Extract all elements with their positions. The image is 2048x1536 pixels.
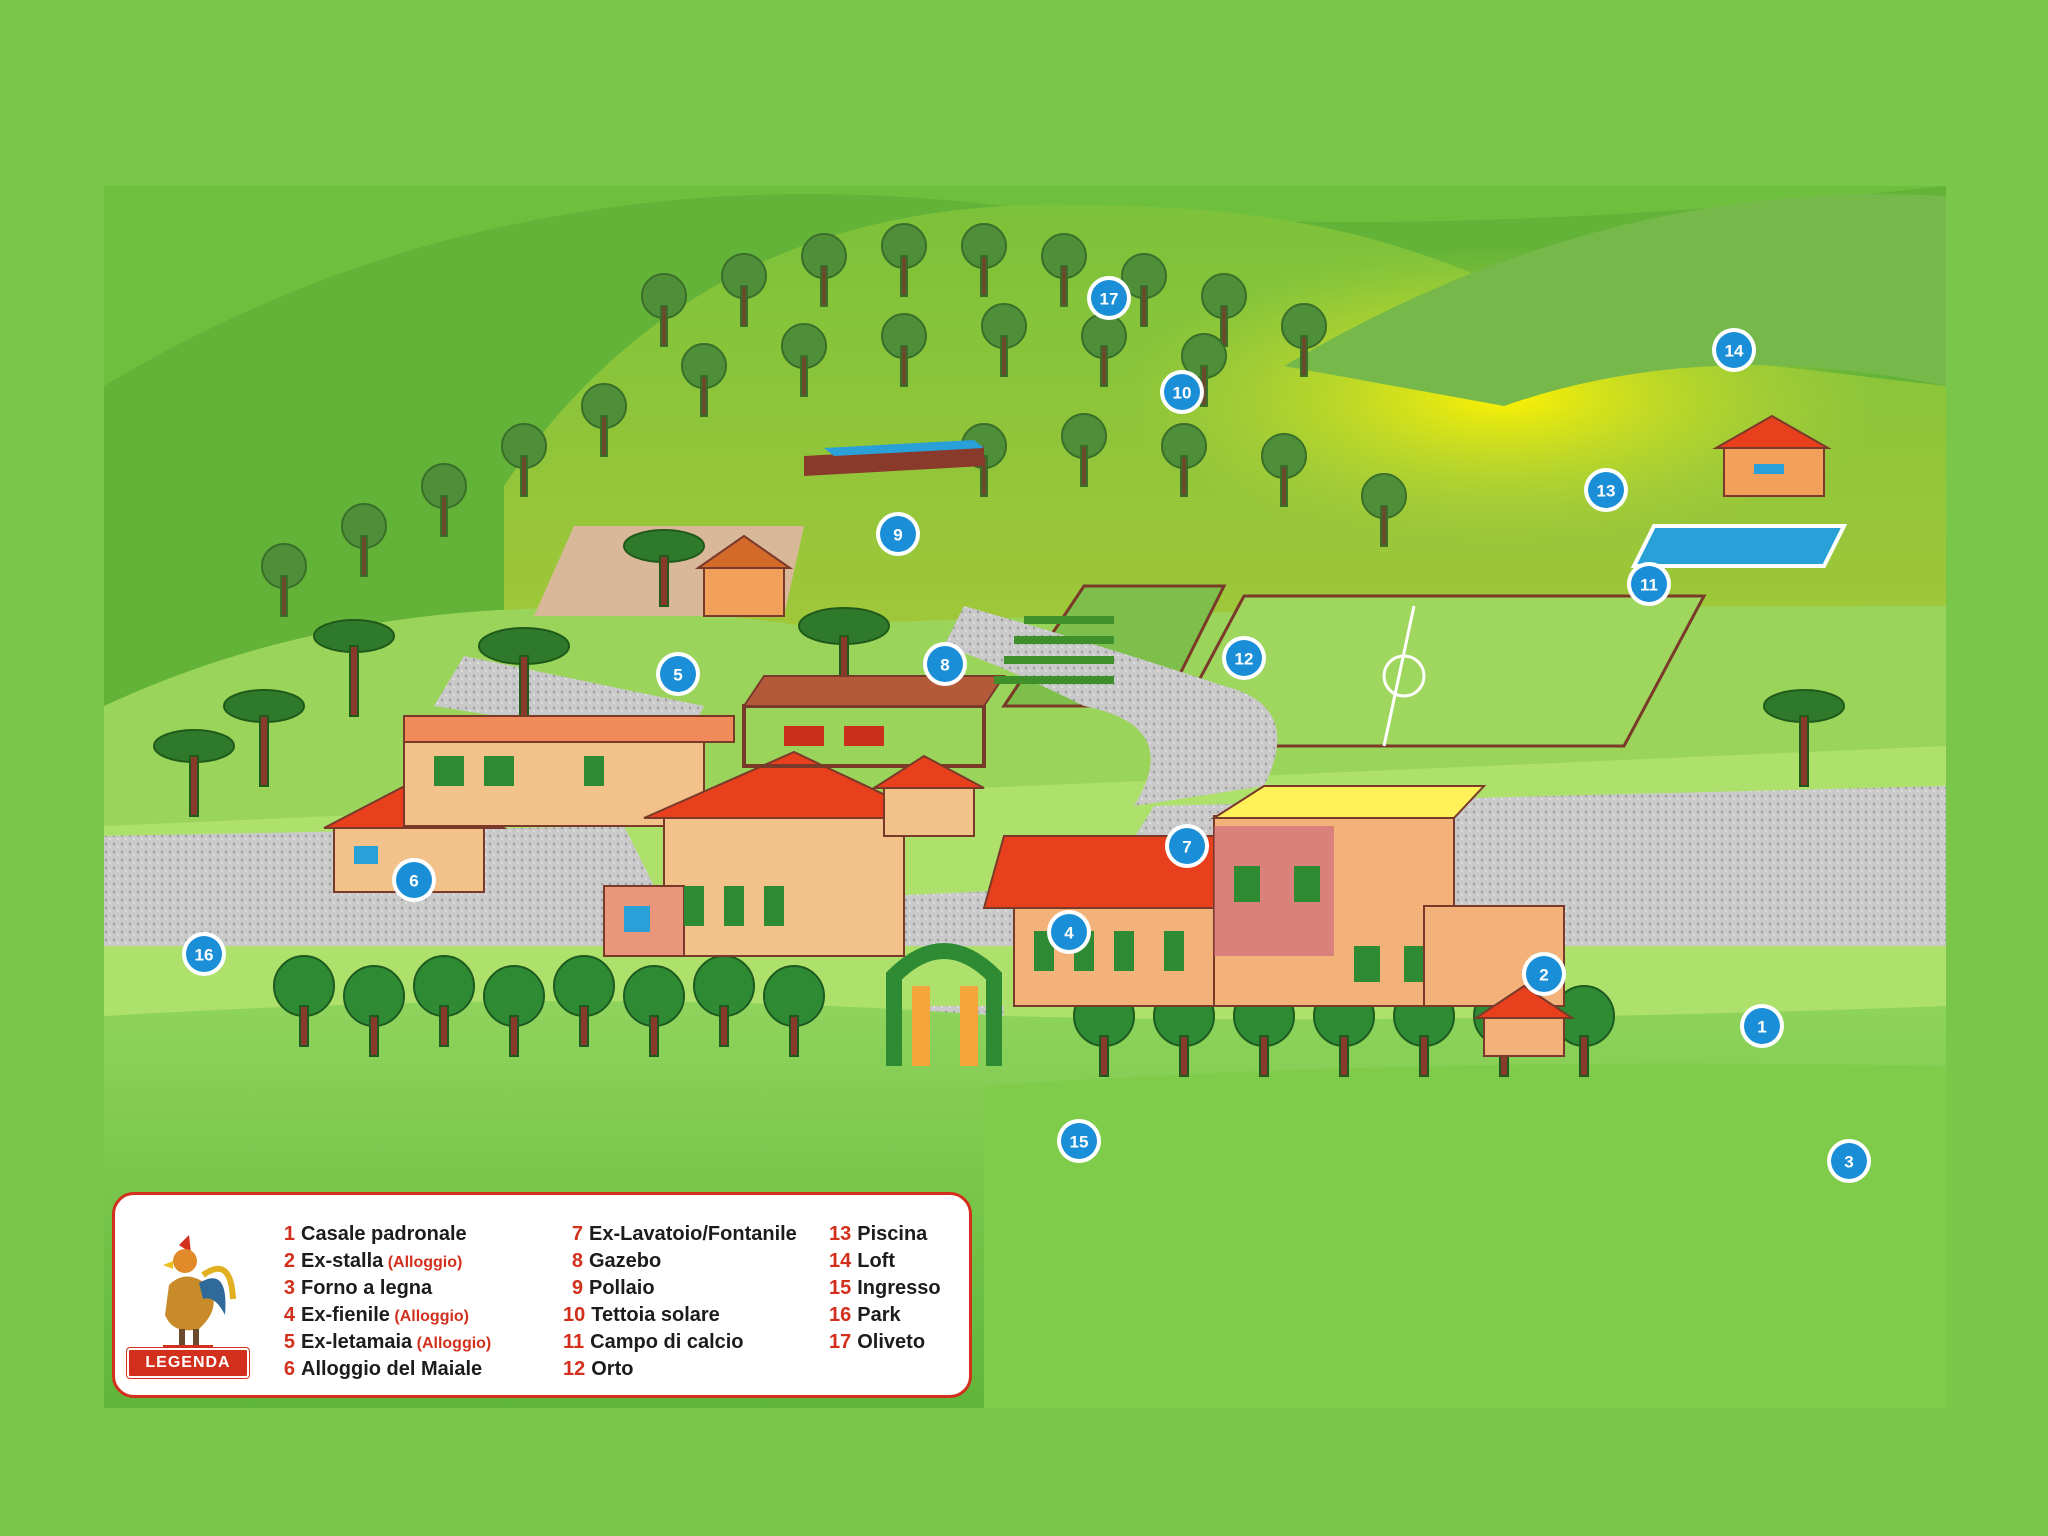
legend-item-label: Tettoia solare (591, 1304, 720, 1326)
map-marker-label: 17 (1100, 290, 1119, 309)
map-marker-6[interactable]: 6 (392, 858, 436, 902)
legend-item-number: 16 (829, 1304, 852, 1326)
legend-item-label: Piscina (857, 1223, 928, 1245)
map-marker-7[interactable]: 7 (1165, 824, 1209, 868)
map-marker-label: 14 (1725, 342, 1744, 361)
legend-item-label: Ex-letamaia (301, 1331, 413, 1353)
legend-item: 5 Ex-letamaia (Alloggio) (275, 1329, 491, 1356)
map-marker-12[interactable]: 12 (1222, 636, 1266, 680)
map-marker-label: 15 (1070, 1133, 1089, 1152)
legend-title: LEGENDA (127, 1348, 249, 1378)
legend-panel: LEGENDA 1 Casale padronale 2 Ex-stalla (All… (112, 1192, 972, 1398)
map-marker-4[interactable]: 4 (1047, 910, 1091, 954)
legend-item-label: Oliveto (857, 1331, 926, 1353)
legend-item-label: Ingresso (857, 1277, 941, 1299)
map-marker-label: 16 (195, 946, 214, 965)
legend-item-number: 8 (571, 1250, 583, 1272)
legend-item: 4 Ex-fienile (Alloggio) (275, 1302, 491, 1329)
map-marker-17[interactable]: 17 (1087, 276, 1131, 320)
legend-item-number: 17 (829, 1331, 852, 1353)
legend-item-label: Ex-stalla (301, 1250, 384, 1272)
legend-item-label: Pollaio (589, 1277, 655, 1299)
map-marker-14[interactable]: 14 (1712, 328, 1756, 372)
legend-item-number: 1 (283, 1223, 295, 1245)
map-marker-16[interactable]: 16 (182, 932, 226, 976)
map-marker-label: 2 (1539, 966, 1548, 985)
legend-item-number: 14 (829, 1250, 852, 1272)
map-marker-1[interactable]: 1 (1740, 1004, 1784, 1048)
legend-item: 3 Forno a legna (275, 1275, 491, 1302)
map-marker-11[interactable]: 11 (1627, 562, 1671, 606)
legend-item-note: (Alloggio) (412, 1335, 492, 1352)
legend-item-number: 3 (283, 1277, 295, 1299)
legend-item: 6 Alloggio del Maiale (275, 1356, 491, 1383)
map-marker-3[interactable]: 3 (1827, 1139, 1871, 1183)
legend-item: 2 Ex-stalla (Alloggio) (275, 1248, 491, 1275)
legend-item-number: 11 (563, 1331, 585, 1353)
legend-item-number: 4 (283, 1304, 295, 1326)
map-marker-13[interactable]: 13 (1584, 468, 1628, 512)
legend-item: 1 Casale padronale (275, 1221, 491, 1248)
map-marker-label: 1 (1757, 1018, 1766, 1037)
legend-item-label: Forno a legna (301, 1277, 433, 1299)
legend-item-number: 9 (571, 1277, 583, 1299)
legend-item-label: Park (857, 1304, 901, 1326)
map-marker-10[interactable]: 10 (1160, 370, 1204, 414)
map-marker-label: 8 (940, 656, 949, 675)
map-marker-label: 5 (673, 666, 682, 685)
map-marker-label: 4 (1064, 924, 1074, 943)
legend-item-number: 15 (829, 1277, 852, 1299)
legend-item-label: Casale padronale (301, 1223, 467, 1245)
legend-item-note: (Alloggio) (383, 1254, 463, 1271)
legend-item-label: Campo di calcio (590, 1331, 744, 1353)
map-marker-15[interactable]: 15 (1057, 1119, 1101, 1163)
legend-item-label: Orto (591, 1358, 634, 1380)
legend-item: 9 Pollaio (563, 1275, 797, 1302)
map-marker-label: 3 (1844, 1153, 1853, 1172)
map-marker-label: 10 (1173, 384, 1192, 403)
legend-item-label: Alloggio del Maiale (301, 1358, 483, 1380)
map-marker-9[interactable]: 9 (876, 512, 920, 556)
legend-item-number: 7 (571, 1223, 583, 1245)
legend-item-number: 12 (563, 1358, 586, 1380)
legend-item-label: Ex-Lavatoio/Fontanile (589, 1223, 797, 1245)
map-marker-8[interactable]: 8 (923, 642, 967, 686)
legend-item-number: 5 (283, 1331, 295, 1353)
legend-item-number: 6 (283, 1358, 295, 1380)
legend-item-number: 10 (563, 1304, 586, 1326)
legend-item-number: 13 (829, 1223, 852, 1245)
map-marker-label: 7 (1182, 838, 1191, 857)
legend-item-number: 2 (283, 1250, 295, 1272)
map-marker-label: 12 (1235, 650, 1254, 669)
legend-item-label: Loft (857, 1250, 896, 1272)
legend-item-label: Gazebo (589, 1250, 662, 1272)
map-marker-label: 9 (893, 526, 902, 545)
legend-item: 7 Ex-Lavatoio/Fontanile (563, 1221, 797, 1248)
map-marker-2[interactable]: 2 (1522, 952, 1566, 996)
map-marker-5[interactable]: 5 (656, 652, 700, 696)
legend-item-note: (Alloggio) (389, 1308, 470, 1325)
legend-item-label: Ex-fienile (301, 1304, 390, 1326)
map-marker-label: 6 (409, 872, 418, 891)
legend-item: 8 Gazebo (563, 1248, 797, 1275)
map-marker-label: 13 (1597, 482, 1616, 501)
map-marker-label: 11 (1640, 576, 1658, 595)
